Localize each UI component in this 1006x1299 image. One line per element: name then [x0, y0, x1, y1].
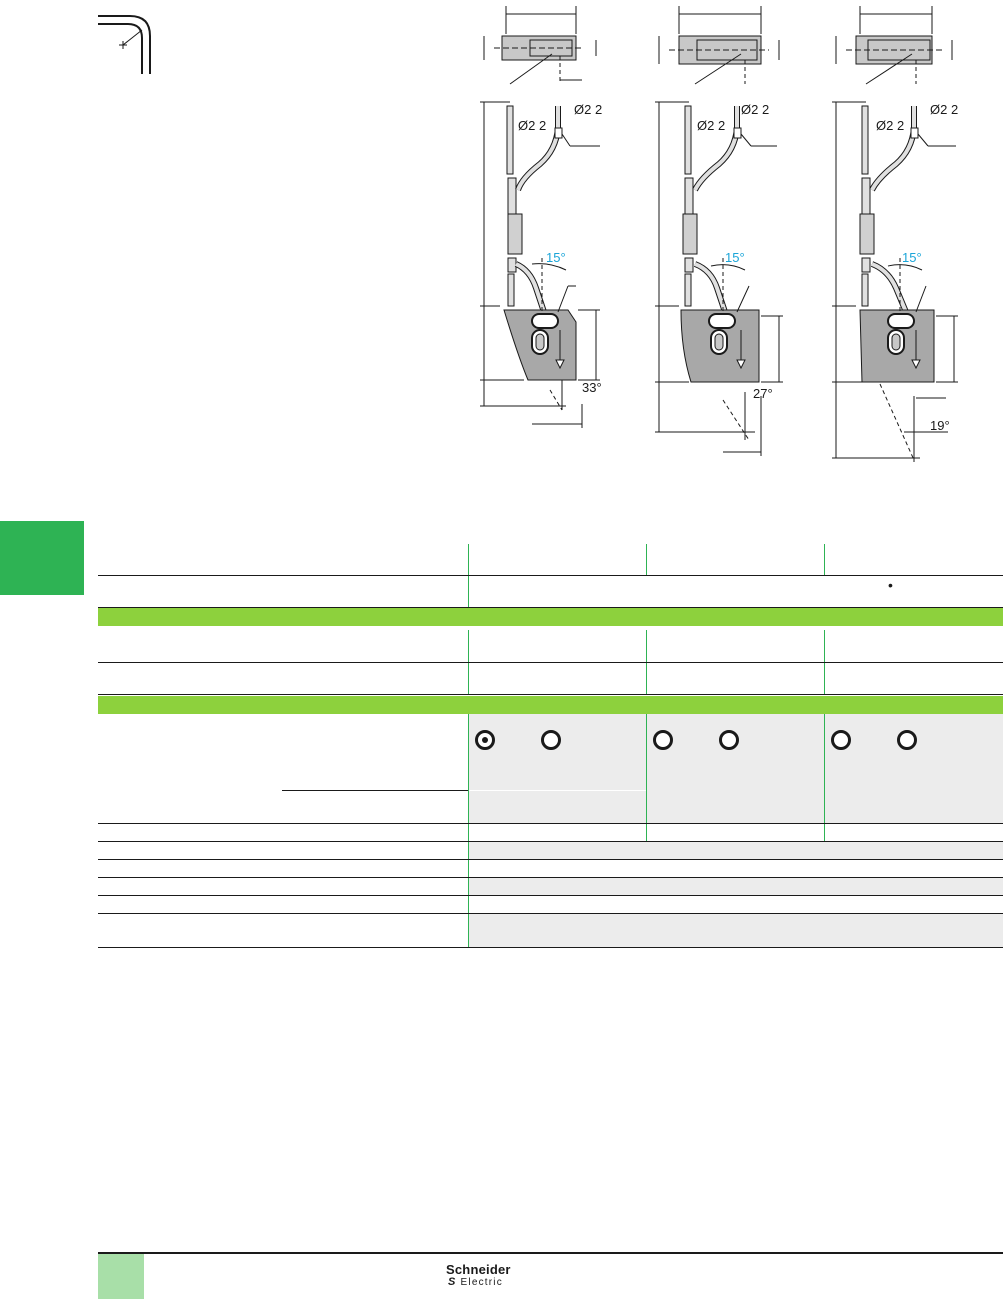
table-cell [646, 544, 824, 575]
table-cell [824, 630, 1003, 662]
table-cell [468, 842, 1003, 859]
dimension-drawing-3: Ø2 2 Ø2 2 15° 19° [832, 6, 958, 462]
section-tab [0, 521, 84, 595]
table-row [98, 914, 1003, 948]
angle-label: 15° [725, 250, 745, 265]
diameter-label: Ø2 2 [697, 118, 725, 133]
table-cell: • [468, 576, 1003, 607]
table-row [98, 544, 1003, 576]
table-row [98, 824, 1003, 842]
table-cell [468, 896, 1003, 913]
diameter-label: Ø2 2 [876, 118, 904, 133]
table-cell [468, 914, 1003, 947]
table-cell [824, 714, 1003, 823]
schneider-logo: Schneider S Electric [446, 1262, 536, 1288]
contact-icon [831, 730, 851, 750]
bend-radius-sketch [98, 15, 151, 74]
table-cell [468, 824, 646, 841]
divider [282, 790, 468, 791]
table-row [98, 630, 1003, 663]
logo-glyph-icon: S [448, 1276, 457, 1288]
diameter-label: Ø2 2 [518, 118, 546, 133]
table-cell [824, 663, 1003, 694]
bullet-mark: • [888, 577, 893, 593]
table-cell [98, 896, 468, 913]
table-cell [468, 630, 646, 662]
diameter-label: Ø2 2 [741, 102, 769, 117]
table-row [98, 878, 1003, 896]
table-row [98, 663, 1003, 695]
spec-table: • [98, 544, 1003, 948]
contact-icon [719, 730, 739, 750]
table-row [98, 860, 1003, 878]
table-cell [468, 544, 646, 575]
table-row [98, 714, 1003, 824]
angle-label: 19° [930, 418, 950, 433]
logo-brand: Schneider [446, 1262, 511, 1277]
table-cell [646, 714, 824, 823]
selected-contact-icon [475, 730, 495, 750]
footer-tab [98, 1254, 144, 1299]
table-cell [468, 714, 646, 823]
table-cell [98, 860, 468, 877]
divider [469, 790, 646, 791]
table-cell [646, 824, 824, 841]
table-cell [98, 544, 468, 575]
table-cell [98, 842, 468, 859]
diameter-label: Ø2 2 [930, 102, 958, 117]
angle-label: 33° [582, 380, 602, 395]
table-cell [98, 576, 468, 607]
contact-icon [541, 730, 561, 750]
table-cell [824, 824, 1003, 841]
table-row [98, 896, 1003, 914]
footer-rule [98, 1252, 1003, 1254]
angle-label: 15° [902, 250, 922, 265]
table-row: • [98, 576, 1003, 608]
table-cell [98, 714, 468, 823]
table-cell [824, 544, 1003, 575]
angle-label: 15° [546, 250, 566, 265]
section-band [98, 608, 1003, 626]
table-row [98, 842, 1003, 860]
table-cell [468, 663, 646, 694]
table-cell [646, 663, 824, 694]
contact-icon [897, 730, 917, 750]
table-cell [98, 663, 468, 694]
dimension-drawing-2: Ø2 2 Ø2 2 15° 27° [655, 6, 783, 456]
angle-label: 27° [753, 386, 773, 401]
section-band [98, 696, 1003, 714]
table-cell [98, 824, 468, 841]
table-cell [468, 860, 1003, 877]
logo-sub: S Electric [448, 1276, 503, 1288]
table-cell [468, 878, 1003, 895]
diameter-label: Ø2 2 [574, 102, 602, 117]
table-cell [98, 914, 468, 947]
dimension-drawing-1: Ø2 2 Ø2 2 15° 33° [480, 6, 602, 428]
table-cell [98, 878, 468, 895]
contact-icon [653, 730, 673, 750]
table-cell [646, 630, 824, 662]
table-cell [98, 630, 468, 662]
